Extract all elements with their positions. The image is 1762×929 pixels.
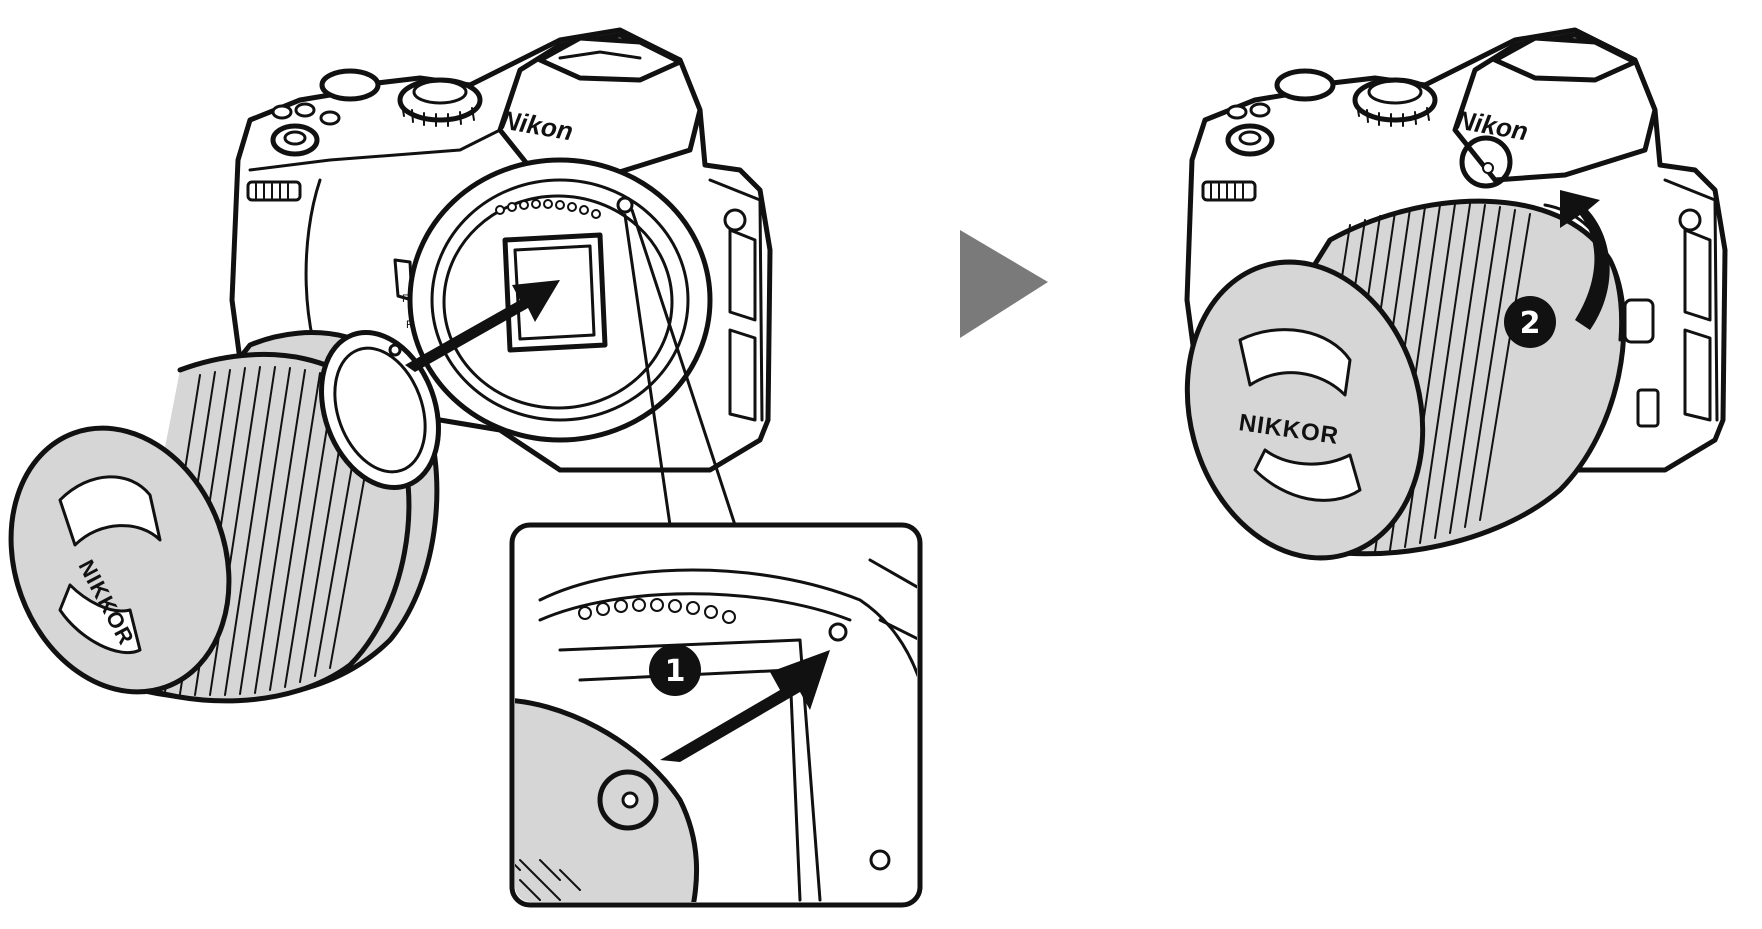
lens-left: NIKKOR: [0, 316, 459, 723]
next-step-arrow-icon: [960, 230, 1048, 338]
step1-marker-label: 1: [665, 654, 686, 689]
camera-index-dot-icon: [830, 624, 846, 640]
command-dial: [322, 71, 378, 99]
lens-index-dot-icon: [623, 793, 637, 807]
mounting-index-dot-icon: [618, 198, 632, 212]
step2-marker-label: 2: [1520, 306, 1541, 341]
mounted-index-dot-icon: [1483, 163, 1493, 173]
multi-selector: [273, 126, 317, 154]
detail-inset: 1: [500, 525, 940, 920]
